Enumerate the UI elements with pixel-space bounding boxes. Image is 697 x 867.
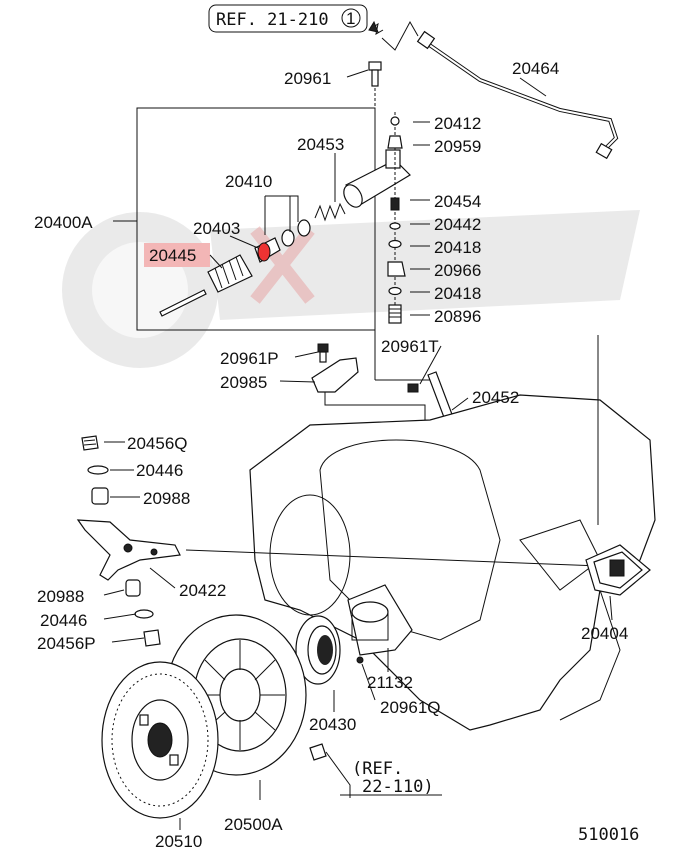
small-parts-column	[374, 112, 438, 381]
leader-lines	[103, 69, 613, 712]
clutch-disc	[101, 661, 219, 830]
label-20418-a: 20418	[434, 238, 481, 257]
label-20410: 20410	[225, 172, 272, 191]
reference-top-text: REF. 21-210	[216, 10, 329, 30]
label-20446-b: 20446	[40, 611, 87, 630]
label-20418-b: 20418	[434, 284, 481, 303]
label-20400A: 20400A	[34, 213, 93, 232]
label-20403: 20403	[193, 219, 240, 238]
bracket-20985	[311, 343, 426, 440]
label-20454: 20454	[434, 192, 481, 211]
label-20961T: 20961T	[381, 337, 439, 356]
label-20966: 20966	[434, 261, 481, 280]
label-20988-a: 20988	[143, 489, 190, 508]
label-20422: 20422	[179, 581, 226, 600]
label-20453: 20453	[297, 135, 344, 154]
label-20430: 20430	[309, 715, 356, 734]
reference-bottom: (REF. 22-110)	[340, 759, 442, 797]
label-20961P: 20961P	[220, 349, 279, 368]
label-20404: 20404	[581, 624, 628, 643]
boot-20404	[585, 544, 651, 596]
reference-bottom-line1: (REF.	[352, 759, 403, 779]
watermark-logo	[62, 210, 640, 368]
label-20510: 20510	[155, 832, 202, 851]
label-20456P: 20456P	[37, 634, 96, 653]
label-20988-b: 20988	[37, 587, 84, 606]
part-labels: 20961 20464 20412 20959 20453 20410 2040…	[34, 59, 628, 851]
label-20961: 20961	[284, 69, 331, 88]
label-20464: 20464	[512, 59, 559, 78]
reference-top-circled: 1	[346, 9, 355, 28]
reference-bottom-line2: 22-110)	[362, 777, 434, 797]
release-bearing	[295, 615, 341, 685]
release-fork	[76, 519, 181, 581]
label-20961Q: 20961Q	[380, 698, 441, 717]
label-20896: 20896	[434, 307, 481, 326]
label-20412: 20412	[434, 114, 481, 133]
label-21132: 21132	[367, 673, 413, 692]
label-20959: 20959	[434, 137, 481, 156]
label-20452: 20452	[472, 388, 519, 407]
highlight-20445	[144, 243, 210, 267]
label-20442: 20442	[434, 215, 481, 234]
assembly-box	[136, 107, 376, 331]
reference-top: REF. 21-210 1	[208, 4, 419, 51]
label-20985: 20985	[220, 373, 267, 392]
bearing-guide	[347, 584, 413, 664]
slave-cylinder-group	[159, 149, 411, 317]
figure-code: 510016	[578, 825, 639, 845]
label-20446-a: 20446	[136, 461, 183, 480]
label-20500A: 20500A	[224, 815, 283, 834]
label-20445: 20445	[149, 246, 196, 265]
label-20456Q: 20456Q	[127, 434, 188, 453]
fork-small-parts	[81, 435, 161, 647]
bolt-20961	[368, 61, 382, 110]
clutch-pipe	[416, 30, 619, 160]
bolt-small	[309, 743, 327, 761]
transmission-housing	[185, 335, 656, 731]
